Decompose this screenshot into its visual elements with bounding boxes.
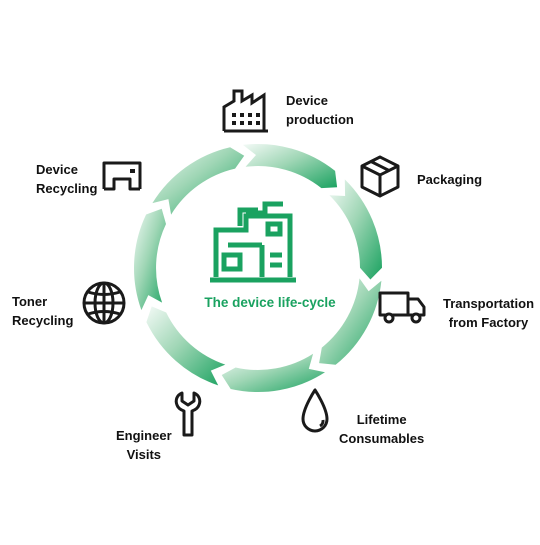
truck-icon bbox=[378, 291, 426, 324]
center-title: The device life-cycle bbox=[204, 295, 336, 310]
label-line: Lifetime bbox=[356, 412, 407, 427]
droplet-icon bbox=[301, 388, 329, 433]
label-line: Transportation bbox=[443, 296, 535, 311]
label-line: from Factory bbox=[448, 315, 529, 330]
label-line: Engineer bbox=[116, 428, 172, 443]
ring-segment-packaging bbox=[329, 179, 382, 280]
printer-icon bbox=[102, 161, 142, 191]
label-transportation: Transportation from Factory bbox=[443, 294, 534, 332]
label-packaging: Packaging bbox=[417, 170, 482, 189]
label-line: Device bbox=[286, 93, 328, 108]
label-device-production: Device production bbox=[286, 91, 354, 129]
label-line: production bbox=[286, 112, 354, 127]
label-consumables: Lifetime Consumables bbox=[339, 410, 424, 448]
label-line: Visits bbox=[126, 447, 162, 462]
ring-segment-engineer-visits bbox=[146, 306, 226, 386]
label-device-recycling: Device Recycling bbox=[36, 160, 97, 198]
factory-icon bbox=[222, 89, 268, 133]
label-line: Recycling bbox=[36, 181, 98, 196]
label-toner-recycling: Toner Recycling bbox=[12, 292, 73, 330]
label-line: Consumables bbox=[339, 431, 425, 446]
ring-segment-consumables bbox=[221, 353, 325, 393]
label-engineer-visits: Engineer Visits bbox=[116, 426, 172, 464]
label-line: Recycling bbox=[12, 313, 74, 328]
label-line: Toner bbox=[12, 294, 48, 309]
wrench-icon bbox=[174, 391, 202, 437]
ring-segment-device-recycling bbox=[152, 147, 245, 215]
globe-icon bbox=[82, 281, 126, 325]
ring-segment-device-production bbox=[242, 143, 338, 189]
box-icon bbox=[360, 155, 400, 198]
label-line: Device bbox=[36, 162, 78, 177]
ring-segment-transportation bbox=[319, 278, 382, 365]
ring-segment-toner-recycling bbox=[134, 208, 166, 311]
center-factory-icon bbox=[210, 201, 296, 283]
label-line: Packaging bbox=[417, 172, 483, 187]
